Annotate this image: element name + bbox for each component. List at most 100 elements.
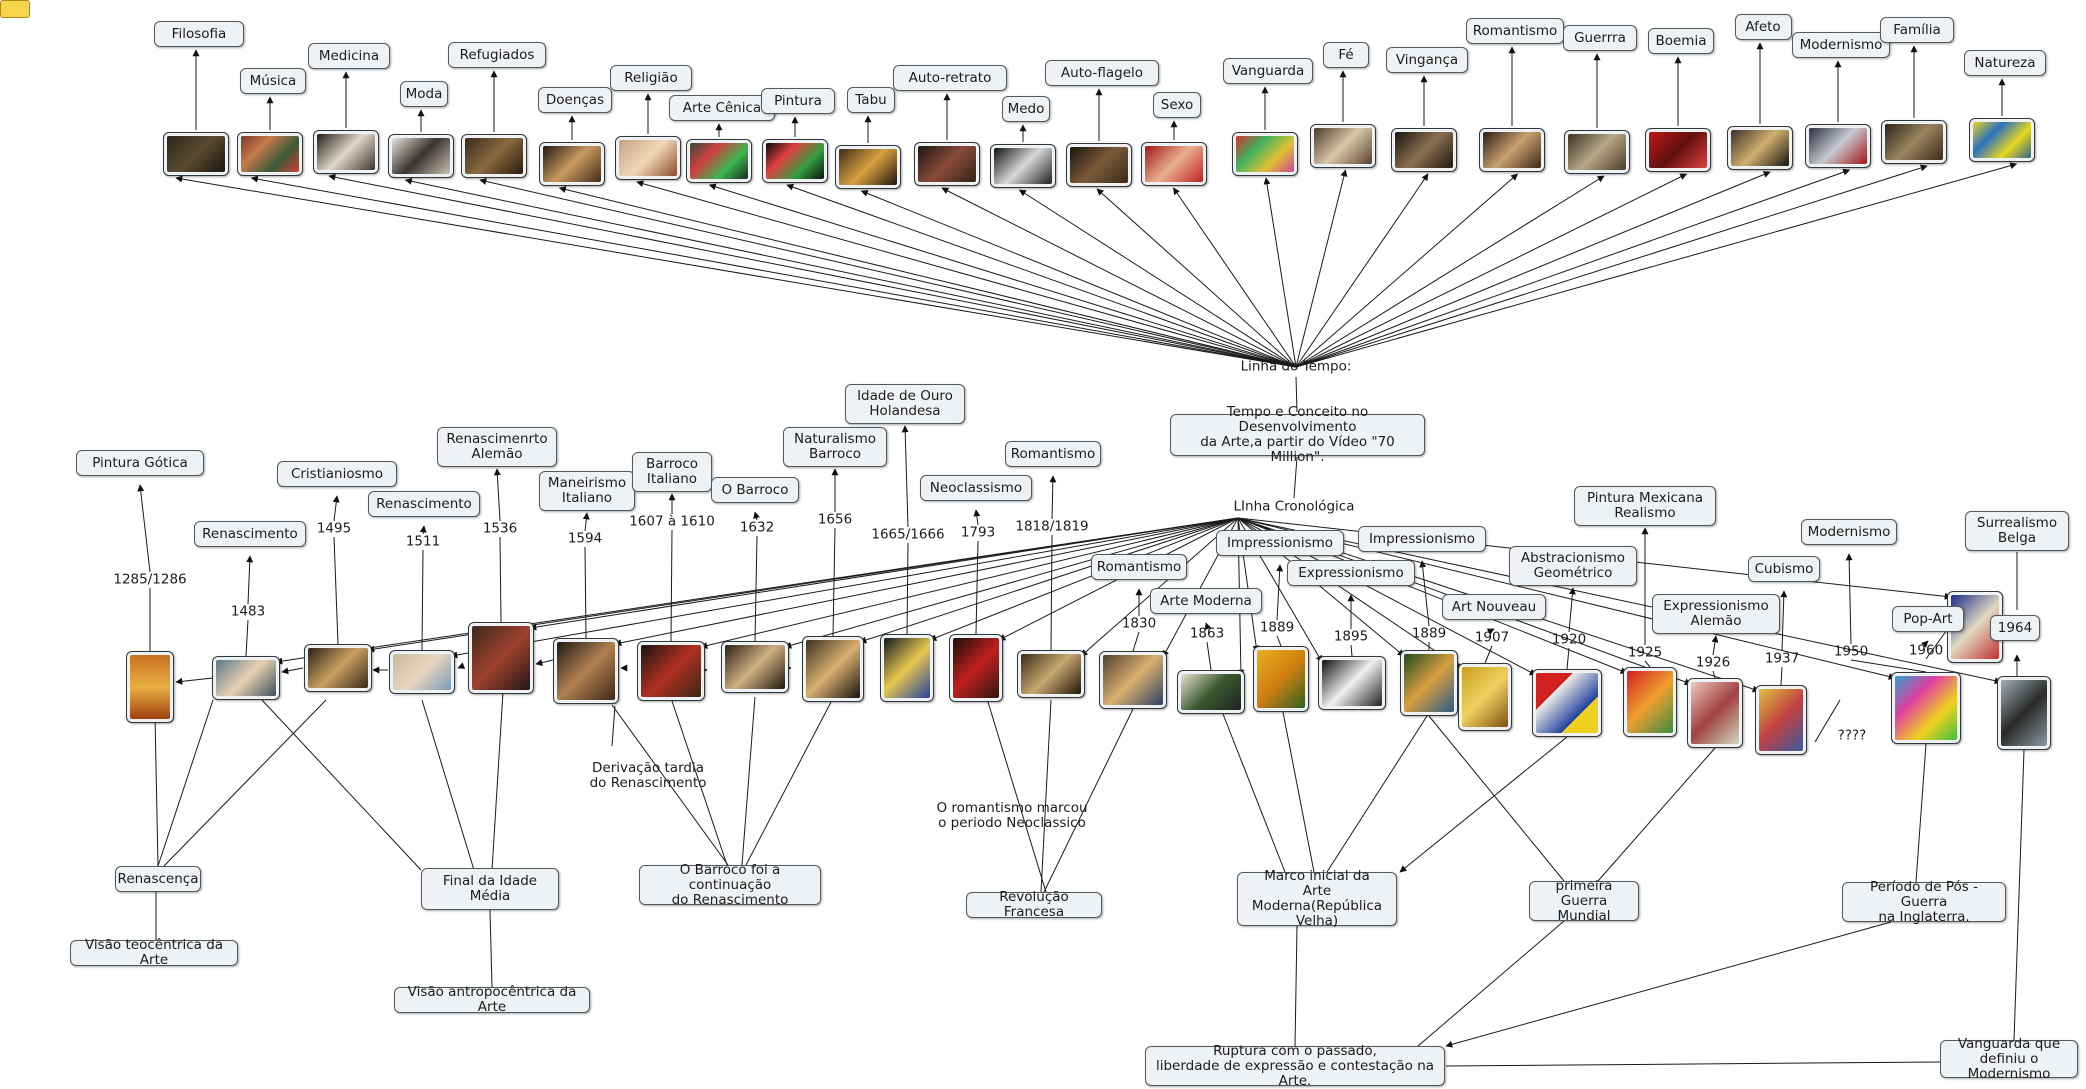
upper-artwork-16[interactable] <box>1310 124 1376 168</box>
timeline-artwork-3[interactable] <box>304 644 372 692</box>
timeline-artwork-16[interactable] <box>1318 656 1386 710</box>
concept-node-3[interactable]: Medicina <box>308 43 390 69</box>
concept-node-6[interactable]: Doenças <box>538 87 612 113</box>
upper-artwork-17[interactable] <box>1391 128 1457 172</box>
timeline-artwork-7[interactable] <box>637 641 705 701</box>
concept-node-19[interactable]: Guerrra <box>1563 25 1637 51</box>
concept-node-14[interactable]: Sexo <box>1152 92 1202 118</box>
timeline-artwork-5[interactable] <box>468 622 534 694</box>
expressionismo-alemao-node[interactable]: Expressionismo Alemão <box>1652 594 1780 634</box>
upper-artwork-10[interactable] <box>835 145 901 189</box>
upper-artwork-15[interactable] <box>1232 132 1298 176</box>
theme-node[interactable]: Tempo e Conceito no Desenvolvimento da A… <box>1170 405 1425 465</box>
renascimento-alemao-node[interactable]: Renascimenrto Alemão <box>437 427 557 467</box>
upper-artwork-23[interactable] <box>1881 120 1947 164</box>
upper-artwork-12[interactable] <box>990 144 1056 188</box>
timeline-artwork-19[interactable] <box>1532 669 1602 737</box>
surrealismo-belga-node[interactable]: Surrealismo Belga <box>1965 511 2069 551</box>
timeline-artwork-10[interactable] <box>880 634 934 702</box>
upper-artwork-19[interactable] <box>1564 130 1630 174</box>
concept-node-23[interactable]: Família <box>1880 17 1954 43</box>
upper-artwork-11[interactable] <box>914 142 980 186</box>
vanguarda-node[interactable]: Vanguarda que definiu o Modernismo <box>1940 1036 2078 1081</box>
romantismo-2-node[interactable]: Romantismo <box>1091 554 1187 580</box>
upper-artwork-4[interactable] <box>388 134 454 178</box>
upper-artwork-3[interactable] <box>313 130 379 174</box>
o-barroco-node[interactable]: O Barroco <box>710 477 800 503</box>
timeline-artwork-1[interactable] <box>126 651 174 723</box>
visao-antropocentrica-node[interactable]: Visão antropocêntrica da Arte <box>394 985 590 1015</box>
concept-node-5[interactable]: Refugiados <box>448 42 546 68</box>
concept-node-8[interactable]: Arte Cênica <box>668 95 776 121</box>
concept-node-16[interactable]: Fé <box>1323 42 1369 68</box>
concept-node-4[interactable]: Moda <box>399 81 449 107</box>
timeline-artwork-23[interactable] <box>1891 672 1961 744</box>
marco-arte-moderna-node[interactable]: Marco inicial da Arte Moderna(República … <box>1237 869 1397 929</box>
year-1964-node[interactable]: 1964 <box>1990 615 2040 641</box>
timeline-artwork-4[interactable] <box>389 650 455 694</box>
upper-artwork-6[interactable] <box>539 142 605 186</box>
upper-artwork-18[interactable] <box>1479 128 1545 172</box>
cubismo-node[interactable]: Cubismo <box>1747 556 1821 582</box>
timeline-artwork-18[interactable] <box>1458 663 1512 731</box>
upper-artwork-21[interactable] <box>1727 126 1793 170</box>
concept-node-22[interactable]: Modernismo <box>1792 32 1890 58</box>
timeline-artwork-11[interactable] <box>949 634 1003 702</box>
renascimento-2-node[interactable]: Renascimento <box>368 491 480 517</box>
upper-artwork-14[interactable] <box>1141 142 1207 186</box>
modernismo-node[interactable]: Modernismo <box>1801 519 1897 545</box>
concept-node-1[interactable]: Filosofia <box>154 21 244 47</box>
upper-artwork-5[interactable] <box>461 134 527 178</box>
barroco-continuacao-node[interactable]: O Barroco foi a continuação do Renascime… <box>639 862 821 907</box>
visao-teocentrica-node[interactable]: Visão teocêntrica da Arte <box>70 938 238 968</box>
timeline-artwork-2[interactable] <box>212 656 280 700</box>
ruptura-node[interactable]: Ruptura com o passado, liberdade de expr… <box>1145 1043 1445 1088</box>
art-nouveau-node[interactable]: Art Nouveau <box>1442 594 1546 620</box>
upper-artwork-20[interactable] <box>1645 128 1711 172</box>
concept-node-7[interactable]: Religião <box>610 65 692 91</box>
final-idade-media-node[interactable]: Final da Idade Média <box>421 868 559 910</box>
timeline-artwork-12[interactable] <box>1017 650 1085 698</box>
arte-moderna-node[interactable]: Arte Moderna <box>1150 588 1262 614</box>
timeline-artwork-17[interactable] <box>1400 650 1458 716</box>
impressionismo-1-node[interactable]: Impressionismo <box>1216 530 1344 556</box>
pintura-mexicana-node[interactable]: Pintura Mexicana Realismo <box>1573 486 1717 526</box>
upper-artwork-22[interactable] <box>1805 124 1871 168</box>
expressionismo-node[interactable]: Expressionismo <box>1287 560 1415 586</box>
romantismo-1-node[interactable]: Romantismo <box>1005 441 1101 467</box>
concept-node-2[interactable]: Música <box>240 68 306 94</box>
concept-node-10[interactable]: Tabu <box>846 87 896 113</box>
pos-guerra-node[interactable]: Período de Pós -Guerra na Inglaterra. <box>1842 879 2006 924</box>
upper-artwork-24[interactable] <box>1969 118 2035 162</box>
idade-ouro-holandesa-node[interactable]: Idade de Ouro Holandesa <box>845 384 965 424</box>
timeline-artwork-9[interactable] <box>802 636 864 702</box>
upper-artwork-2[interactable] <box>237 132 303 176</box>
timeline-artwork-21[interactable] <box>1687 678 1743 748</box>
pop-art-node[interactable]: Pop-Art <box>1891 606 1965 632</box>
concept-node-18[interactable]: Romantismo <box>1466 18 1564 44</box>
pintura-gotica-node[interactable]: Pintura Gótica <box>76 450 204 476</box>
naturalismo-barroco-node[interactable]: Naturalismo Barroco <box>783 427 887 467</box>
concept-node-9[interactable]: Pintura <box>761 88 835 114</box>
concept-node-13[interactable]: Auto-flagelo <box>1044 60 1160 86</box>
abstracionismo-geometrico-node[interactable]: Abstracionismo Geométrico <box>1509 546 1637 586</box>
concept-node-11[interactable]: Auto-retrato <box>892 65 1008 91</box>
upper-artwork-13[interactable] <box>1066 143 1132 187</box>
timeline-artwork-14[interactable] <box>1177 670 1245 714</box>
upper-artwork-1[interactable] <box>163 132 229 176</box>
cmap-app-icon[interactable] <box>0 0 30 18</box>
timeline-artwork-6[interactable] <box>553 638 619 704</box>
maneirismo-italiano-node[interactable]: Maneirismo Italiano <box>539 471 635 511</box>
primeira-guerra-node[interactable]: primeira Guerra Mundial <box>1529 878 1639 923</box>
cristianismo-node[interactable]: Cristianiosmo <box>277 461 397 487</box>
timeline-artwork-25[interactable] <box>1997 676 2051 750</box>
timeline-artwork-22[interactable] <box>1755 685 1807 755</box>
neoclassismo-node[interactable]: Neoclassismo <box>920 475 1032 501</box>
timeline-artwork-8[interactable] <box>721 641 789 693</box>
concept-node-24[interactable]: Natureza <box>1964 50 2046 76</box>
upper-artwork-7[interactable] <box>615 136 681 180</box>
renascimento-1-node[interactable]: Renascimento <box>194 521 306 547</box>
barroco-italiano-node[interactable]: Barroco Italiano <box>631 452 713 492</box>
timeline-artwork-20[interactable] <box>1623 667 1677 737</box>
timeline-artwork-13[interactable] <box>1099 651 1167 709</box>
